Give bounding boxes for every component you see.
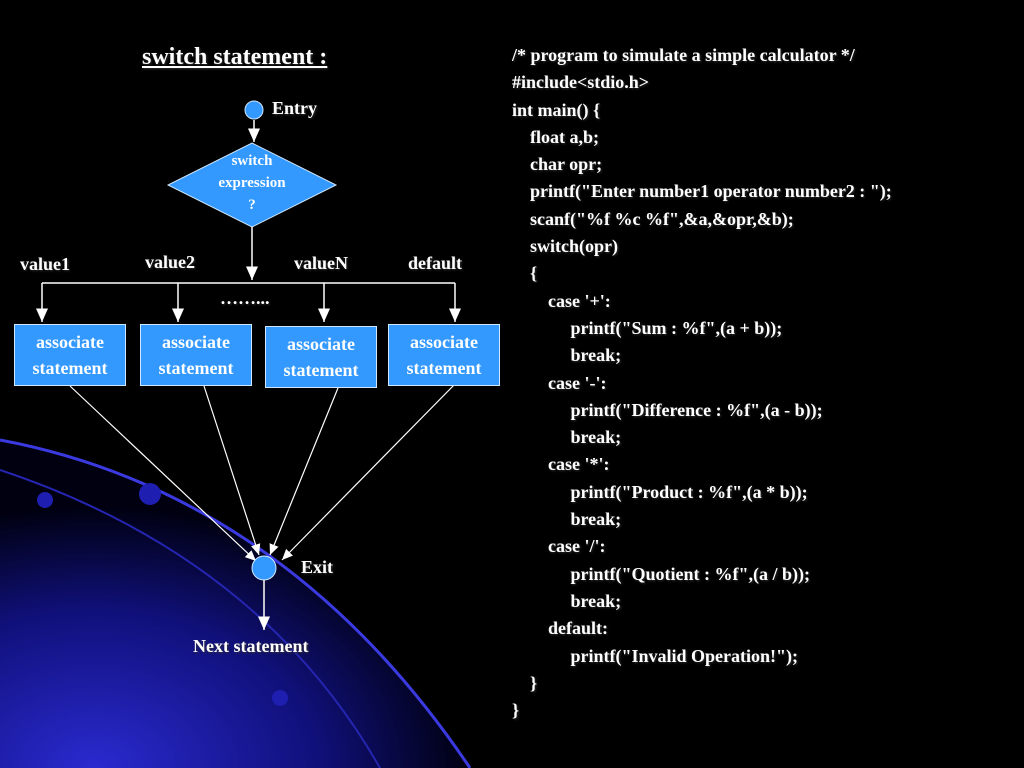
associate-statement-box-3: associate statement [265,326,377,388]
entry-node [244,100,264,120]
code-line: case '-': [512,372,607,393]
case-label-valuen: valueN [294,253,348,273]
box-text-line2: statement [158,358,234,378]
code-line: float a,b; [512,126,599,147]
code-line: char opr; [512,154,603,175]
box-text-line1: associate [162,332,230,352]
code-line: { [512,263,538,284]
code-listing: /* program to simulate a simple calculat… [512,42,892,724]
merge-arrow-1 [69,385,257,562]
box-text-line1: associate [410,332,478,352]
merge-arrow-4 [281,383,456,561]
code-line: #include<stdio.h> [512,72,650,93]
code-line: printf("Sum : %f",(a + b)); [512,317,783,338]
case-label-value2: value2 [145,252,196,272]
box-text-line2: statement [32,358,108,378]
box-text-line1: associate [287,334,355,354]
box-text-line2: statement [406,358,482,378]
merge-arrow-2 [203,385,261,556]
decision-line-1: switch [231,153,273,169]
exit-label: Exit [301,557,334,577]
decision-line-2: expression [218,175,286,191]
code-line: printf("Difference : %f",(a - b)); [512,399,823,420]
code-line: break; [512,590,622,611]
associate-statement-box-2: associate statement [140,324,252,386]
decision-text: switch expression ? [196,150,308,216]
decision-line-3: ? [248,197,256,213]
ellipsis-label: ……... [220,288,270,308]
code-line: printf("Invalid Operation!"); [512,645,799,666]
code-line: case '/': [512,536,606,557]
code-line: } [512,672,538,693]
code-line: break; [512,509,622,530]
code-line: scanf("%f %c %f",&a,&opr,&b); [512,208,794,229]
exit-node [251,555,277,581]
associate-statement-box-1: associate statement [14,324,126,386]
code-line: printf("Product : %f",(a * b)); [512,481,808,502]
case-label-default: default [408,253,462,273]
code-line: int main() { [512,99,601,120]
code-line: break; [512,427,622,448]
code-line: printf("Enter number1 operator number2 :… [512,181,892,202]
code-line: switch(opr) [512,236,618,257]
box-text-line1: associate [36,332,104,352]
code-line: case '+': [512,290,611,311]
next-statement-label: Next statement [193,636,309,656]
page-title: switch statement : [142,44,328,70]
code-line: } [512,700,520,721]
box-text-line2: statement [283,360,359,380]
code-line: printf("Quotient : %f",(a / b)); [512,563,810,584]
code-line: case '*': [512,454,610,475]
associate-statement-box-4: associate statement [388,324,500,386]
case-label-value1: value1 [20,254,71,274]
code-line: /* program to simulate a simple calculat… [512,45,855,65]
merge-arrow-3 [269,387,339,556]
entry-label: Entry [272,98,317,118]
code-line: break; [512,345,622,366]
code-line: default: [512,618,608,639]
